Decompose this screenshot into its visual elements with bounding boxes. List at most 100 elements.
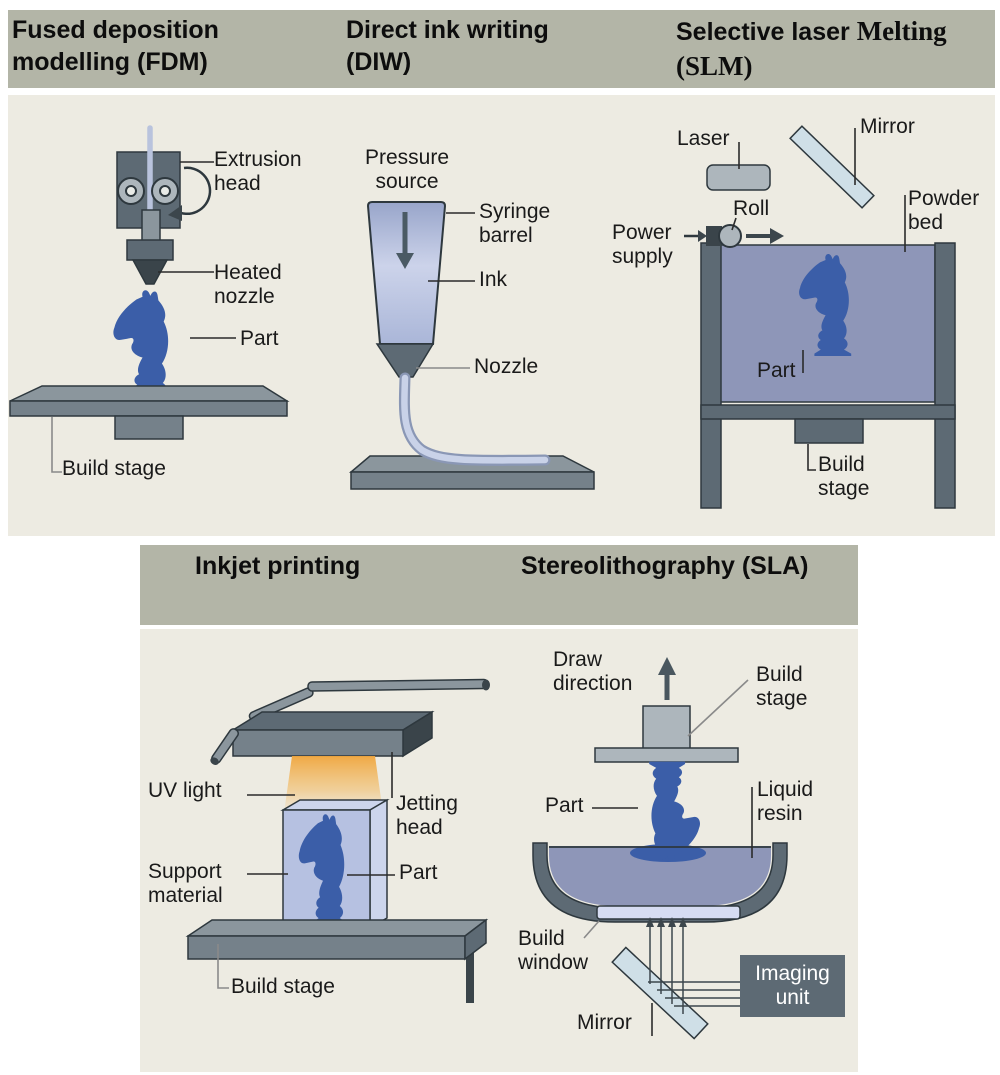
label-nozzle: Nozzle [474, 355, 539, 378]
slm-power-connector [706, 226, 722, 246]
fdm-roller-right [151, 177, 179, 205]
label-imaging-unit: Imaging unit [740, 955, 845, 1017]
label-jetting-head: Jetting head [396, 792, 458, 839]
slm-build-stage-pedestal [794, 418, 864, 444]
title-sla-text: Stereolithography (SLA) [521, 552, 809, 580]
label-fdm-part: Part [240, 327, 279, 350]
inkjet-rod-end-cap [482, 679, 490, 691]
title-slm-sans: Selective laser [676, 18, 850, 46]
sla-imaging-unit-box [740, 955, 845, 1017]
sla-diagram [532, 657, 845, 1040]
title-inkjet: Inkjet printing [195, 550, 360, 582]
sla-build-stage-bar [594, 747, 739, 763]
fdm-filament-guide [141, 209, 161, 243]
label-slm-part: Part [757, 359, 796, 382]
inkjet-build-stage-front [187, 935, 466, 960]
fdm-rotation-arrowhead [168, 205, 182, 221]
slm-bed-bottom [700, 404, 956, 420]
sla-mirror [611, 946, 709, 1040]
inkjet-leader-build-stage [217, 944, 229, 989]
title-fdm-text: Fused deposition modelling (FDM) [12, 16, 219, 76]
inkjet-build-stage-end [464, 918, 487, 961]
label-fdm-build-stage: Build stage [62, 457, 166, 480]
label-slm-build-stage: Build stage [818, 453, 870, 500]
top-header-band [8, 10, 995, 88]
title-slm: Selective laser Melting (SLM) [676, 14, 988, 83]
bottom-panel-illustrations [185, 657, 845, 1040]
inkjet-uv-beam [284, 756, 383, 813]
label-sla-build-stage: Build stage [756, 663, 808, 710]
diw-build-stage-front [350, 471, 595, 490]
sla-build-window [596, 905, 741, 920]
slm-mirror [789, 125, 875, 209]
inkjet-stage-leg [466, 929, 474, 1003]
label-slm-mirror: Mirror [860, 115, 915, 138]
fdm-build-stage-pedestal [114, 415, 184, 440]
imaging-unit-text: Imaging unit [755, 961, 830, 1009]
fdm-leader-build-stage [51, 417, 62, 473]
inkjet-rod-front [210, 728, 239, 766]
label-syringe-barrel: Syringe barrel [479, 200, 551, 247]
slm-wall-left [700, 242, 722, 509]
title-inkjet-text: Inkjet printing [195, 552, 361, 580]
label-sla-part: Part [545, 794, 584, 817]
fdm-diagram [9, 125, 290, 473]
inkjet-jetting-head-front [232, 729, 404, 757]
label-draw-direction: Draw direction [553, 648, 633, 695]
diw-pressure-arrowhead [396, 253, 414, 269]
label-powder-bed: Powder bed [908, 187, 980, 234]
fdm-build-stage-front [9, 400, 288, 417]
bottom-header-band [140, 545, 858, 625]
label-sla-mirror: Mirror [577, 1011, 632, 1034]
title-slm-serif-abbr: (SLM) [676, 50, 753, 81]
title-fdm: Fused deposition modelling (FDM) [12, 14, 247, 78]
inkjet-diagram [185, 678, 490, 1003]
title-diw: Direct ink writing (DIW) [346, 14, 576, 78]
label-support-material: Support material [148, 860, 223, 907]
diw-ink-filament-outline [398, 372, 551, 466]
fdm-build-stage-top [9, 385, 290, 402]
label-ink: Ink [479, 268, 508, 291]
label-heated-nozzle: Heated nozzle [214, 261, 282, 308]
slm-power-arrowhead [698, 230, 707, 242]
title-slm-serif-word: Melting [856, 16, 947, 46]
slm-roll [718, 224, 742, 248]
top-panel-illustrations [9, 125, 956, 509]
label-extrusion-head: Extrusion head [214, 148, 302, 195]
sla-liquid-resin [549, 846, 771, 906]
sla-draw-arrowhead [658, 657, 676, 675]
slm-roll-arrowhead [770, 228, 784, 244]
label-inkjet-build-stage: Build stage [231, 975, 335, 998]
inkjet-jetting-head-top [230, 711, 435, 731]
fdm-rotation-arrow [175, 166, 212, 216]
slm-leader-build-stage [807, 444, 816, 471]
slm-wall-right [934, 242, 956, 509]
sla-leader-build-stage [687, 679, 749, 737]
label-liquid-resin: Liquid resin [757, 778, 814, 825]
inkjet-support-side [369, 798, 388, 930]
fdm-nozzle-holder [126, 239, 174, 261]
sla-light-path [646, 917, 740, 1014]
label-build-window: Build window [518, 927, 589, 974]
sla-vat [532, 842, 788, 923]
slm-leader-roll [731, 217, 737, 231]
inkjet-build-stage-top [185, 919, 489, 937]
label-inkjet-part: Part [399, 861, 438, 884]
diw-nozzle [375, 343, 435, 378]
label-power-supply: Power supply [612, 221, 673, 268]
label-pressure-source: Pressure source [364, 146, 450, 193]
label-uv-light: UV light [148, 779, 222, 802]
sla-build-stage-block [642, 705, 691, 751]
title-sla: Stereolithography (SLA) [521, 550, 841, 582]
label-laser: Laser [677, 127, 730, 150]
inkjet-rod-horizontal [307, 678, 489, 692]
fdm-heated-nozzle [131, 259, 169, 285]
diw-diagram [348, 201, 595, 490]
diw-ink-filament [401, 374, 549, 464]
title-diw-text: Direct ink writing (DIW) [346, 16, 549, 76]
fdm-roller-left [117, 177, 145, 205]
diw-syringe-barrel [366, 201, 447, 345]
label-roll: Roll [733, 197, 770, 220]
slm-diagram [684, 125, 956, 509]
